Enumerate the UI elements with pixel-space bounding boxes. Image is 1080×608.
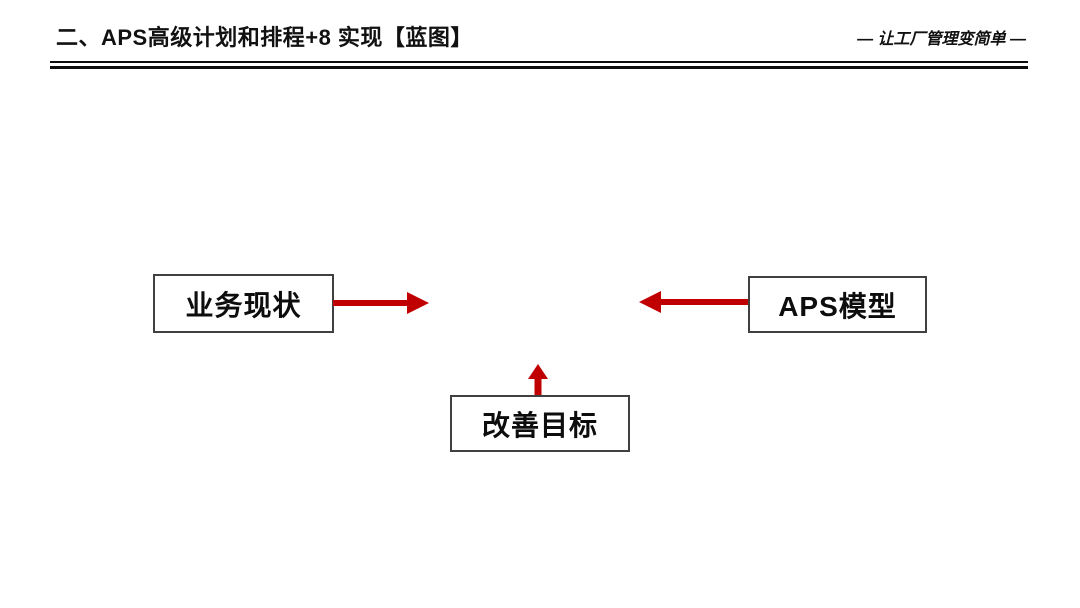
header-divider: [50, 61, 1028, 69]
arrow-up-icon: [528, 364, 548, 395]
box-business-status-label: 业务现状: [185, 289, 302, 321]
box-improvement-goal: 改善目标: [450, 395, 630, 452]
box-aps-model: APS模型: [748, 276, 927, 333]
box-business-status: 业务现状: [153, 274, 334, 333]
arrow-right-icon: [333, 292, 429, 314]
box-improvement-goal-label: 改善目标: [481, 409, 598, 441]
page-title: 二、APS高级计划和排程+8 实现【蓝图】: [56, 25, 473, 50]
box-aps-model-label: APS模型: [778, 290, 897, 322]
arrow-left-icon: [639, 291, 748, 313]
header-slogan: — 让工厂管理变简单 —: [857, 31, 1026, 48]
